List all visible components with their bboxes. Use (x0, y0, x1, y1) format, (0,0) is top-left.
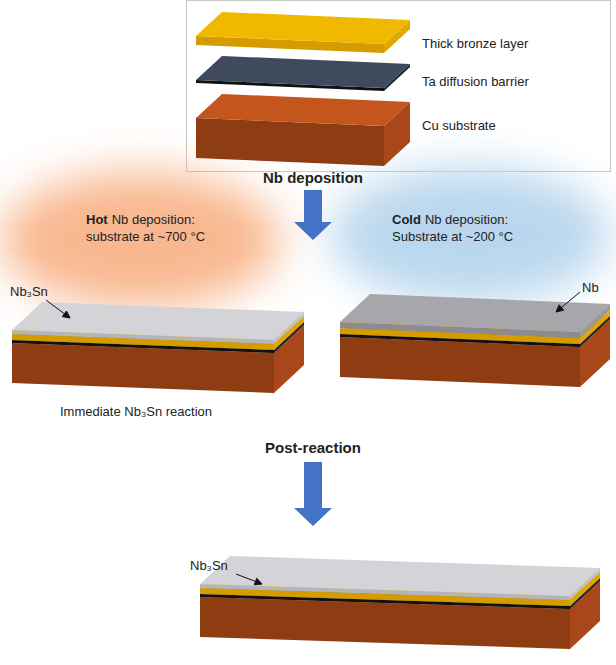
layer-label: Ta diffusion barrier (422, 74, 529, 90)
process-arrow (294, 462, 332, 526)
cold-glow (330, 167, 610, 303)
cu-substrate-front (196, 118, 384, 166)
step-label: Nb deposition (263, 170, 363, 186)
exploded-view-frame (187, 1, 611, 172)
layer-name: Nb₃Sn (10, 284, 48, 300)
condition-label: Hot (86, 212, 108, 228)
note-label: Immediate Nb₃Sn reaction (60, 404, 212, 420)
condition-label: substrate at ~700 °C (86, 229, 205, 245)
leader-arrowhead (62, 311, 70, 318)
condition-label: Substrate at ~200 °C (392, 229, 513, 245)
cu-substrate-top (196, 94, 410, 126)
bronze-layer-top (196, 12, 410, 44)
process-arrow (294, 190, 332, 240)
ta-barrier-top (196, 56, 410, 88)
nb-layer-top (340, 294, 610, 332)
layer-name: Nb (582, 280, 599, 296)
leader-arrowhead (556, 305, 564, 312)
condition-label: Cold (392, 212, 421, 228)
leader-line (46, 300, 70, 318)
condition-label: Nb deposition: (112, 212, 195, 228)
step-label: Post-reaction (265, 440, 361, 456)
leader-line (236, 574, 262, 584)
condition-label: Nb deposition: (425, 212, 508, 228)
nb3sn-layer-top (200, 556, 600, 596)
layer-label: Cu substrate (422, 118, 496, 134)
leader-line (556, 292, 580, 312)
hot-glow (0, 172, 280, 308)
layer-name: Nb₃Sn (190, 558, 228, 574)
leader-arrowhead (254, 578, 262, 585)
layer-label: Thick bronze layer (422, 36, 528, 52)
